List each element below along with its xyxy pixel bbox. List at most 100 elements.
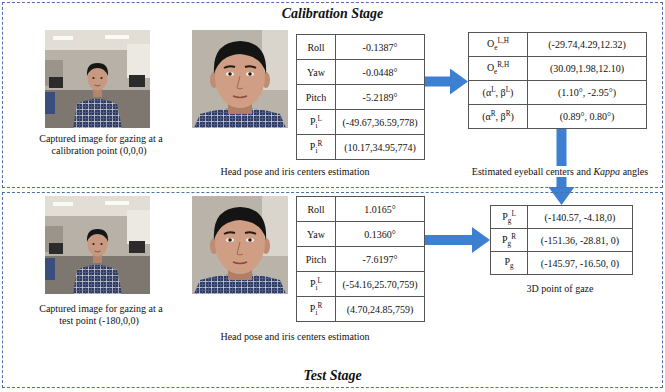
text-run: , β [496, 111, 506, 122]
text-run: g [508, 239, 512, 247]
table-cell: (-140.57, -4.18,0) [528, 206, 633, 229]
table-cell: (4.70,24.85,759) [336, 297, 425, 322]
stage-title-text: Calibration Stage [282, 6, 384, 21]
table-cell: (-54.16,25.70,759) [336, 272, 425, 297]
table-cell: Pitch [297, 85, 336, 110]
text-run: P [502, 211, 508, 222]
value-table: PgL (-140.57, -4.18,0) PgR(-151.36, -28.81… [490, 205, 633, 275]
stage-panel: Roll-0.1387°Yaw-0.0448°Pitch-5.2189°PiL(… [2, 2, 663, 188]
text-run: R [317, 140, 322, 148]
face-photo [192, 30, 288, 128]
table-row: Roll 1.0165° [297, 197, 425, 222]
table-cell: Yaw [297, 222, 336, 247]
table-row: (αR, βR) (0.89°, 0.80°) [469, 105, 647, 129]
table-cell: Pg [491, 252, 528, 275]
cell-text: PgL [502, 211, 516, 222]
text-run: L [318, 115, 322, 123]
cell-text: 1.0165° [364, 204, 396, 215]
table-cell: OeL,H [469, 33, 528, 57]
table-cell: OeR,H [469, 57, 528, 81]
text-run: R,H [497, 61, 509, 69]
flow-arrow [425, 77, 450, 87]
cell-text: (-140.57, -4.18,0) [545, 212, 616, 223]
cell-text: Pitch [306, 254, 327, 265]
text-run: L [506, 87, 510, 95]
table-cell: -7.6197° [336, 247, 425, 272]
caption: Estimated eyeball centers and Kappa angl… [460, 166, 660, 178]
cell-text: Roll [307, 204, 324, 215]
table-cell: 0.1360° [336, 222, 425, 247]
data-table: OeL,H(-29.74,4.29,12.32)OeR,H(30.09,1.98… [468, 32, 647, 129]
caption-text: Head pose and iris centers estimation [218, 331, 371, 342]
caption-text: Estimated eyeball centers and Kappa angl… [470, 166, 650, 177]
text-run: i [315, 146, 317, 154]
text-run: P [310, 303, 316, 314]
text-run: P [504, 256, 510, 267]
table-cell: (0.89°, 0.80°) [528, 105, 647, 129]
table-row: OeL,H(-29.74,4.29,12.32) [469, 33, 647, 57]
table-cell: Roll [297, 35, 336, 60]
text-run: e [494, 44, 497, 52]
cell-text: 0.1360° [364, 229, 396, 240]
table-cell: (1.10°, -2.95°) [528, 81, 647, 105]
cell-text: (4.70,24.85,759) [347, 304, 414, 315]
table-cell: (-49.67,36.59,778) [336, 110, 425, 135]
table-cell: (-29.74,4.29,12.32) [528, 33, 647, 57]
text-run: L,H [498, 37, 509, 45]
cell-text: PiL [310, 116, 322, 127]
stage-title-text: Test Stage [303, 368, 361, 383]
table-row: Yaw 0.1360° [297, 222, 425, 247]
text-run: ) [510, 111, 513, 122]
caption: Captured image for gazing at a test poin… [33, 303, 167, 327]
table-cell: (30.09,1.98,12.10) [528, 57, 647, 81]
cell-text: Pitch [306, 92, 327, 103]
cell-text: (10.17,34.95,774) [344, 142, 416, 153]
table-cell: Pitch [297, 247, 336, 272]
caption: Captured image for gazing at a calibrati… [33, 133, 167, 157]
cell-text: PgR [502, 234, 516, 245]
text-run: O [487, 38, 494, 49]
cell-text: (-145.97, -16.50, 0) [541, 258, 619, 269]
stage-title: Test Stage [3, 368, 662, 384]
text-run: P [310, 116, 316, 127]
text-run: P [502, 234, 508, 245]
table-cell: (-145.97, -16.50, 0) [528, 252, 633, 275]
text-run: e [494, 68, 497, 76]
captured-photo [45, 196, 150, 294]
table-cell: Roll [297, 197, 336, 222]
text-run: (α [482, 111, 491, 122]
table-row: PiL(-54.16,25.70,759) [297, 272, 425, 297]
cell-text: (0.89°, 0.80°) [560, 111, 615, 122]
table-cell: (αR, βR) [469, 105, 528, 129]
table-cell: PiL [297, 272, 336, 297]
table-cell: PiR [297, 135, 336, 160]
cell-text: (αR, βR) [482, 111, 514, 122]
text-run: O [487, 62, 494, 73]
data-table: PgL (-140.57, -4.18,0) PgR(-151.36, -28.81… [490, 205, 633, 275]
table-row: OeR,H (30.09,1.98,12.10) [469, 57, 647, 81]
text-run: i [316, 283, 318, 291]
cell-text: PiR [310, 141, 322, 152]
table-cell: PiL [297, 110, 336, 135]
text-run: P [310, 141, 316, 152]
value-table: Roll 1.0165° Yaw 0.1360° Pitch -7.6197°PiL(-5… [296, 196, 425, 322]
value-table: OeL,H(-29.74,4.29,12.32)OeR,H(30.09,1.98… [468, 32, 647, 129]
cell-text: (30.09,1.98,12.10) [550, 63, 624, 74]
cell-text: Yaw [307, 67, 325, 78]
table-cell: -5.2189° [336, 85, 425, 110]
text-run: R [491, 111, 496, 119]
text-run: L [491, 87, 495, 95]
table-cell: Yaw [297, 60, 336, 85]
table-row: (αL, βL)(1.10°, -2.95°) [469, 81, 647, 105]
caption: Head pose and iris centers estimation [205, 166, 385, 178]
cell-text: Yaw [307, 229, 325, 240]
table-row: PgR(-151.36, -28.81, 0) [491, 229, 633, 252]
text-run: , β [496, 87, 506, 98]
cell-text: Pg [504, 256, 513, 267]
caption-text: Head pose and iris centers estimation [218, 166, 371, 177]
text-run: i [315, 308, 317, 316]
data-table: Roll 1.0165° Yaw 0.1360° Pitch -7.6197°PiL(-5… [296, 196, 425, 322]
text-run: Estimated eyeball centers and [472, 166, 594, 177]
table-cell: PgL [491, 206, 528, 229]
